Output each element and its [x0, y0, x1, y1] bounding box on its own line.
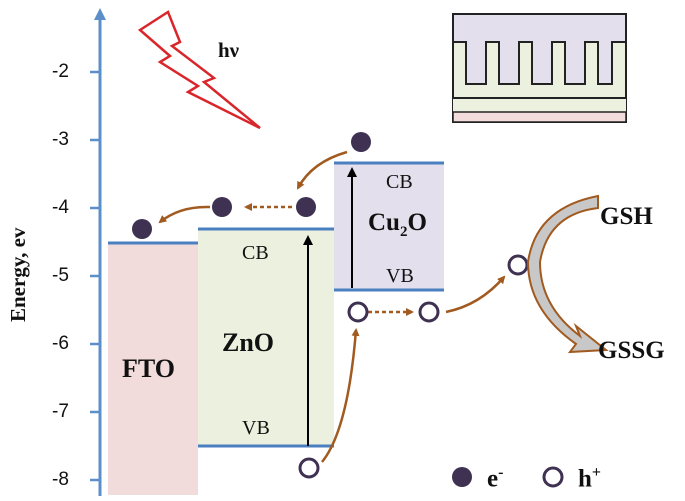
cu2o-label: Cu2O — [368, 210, 427, 240]
electron-dot — [212, 197, 232, 217]
holes — [298, 254, 564, 488]
axis-title: Energy, ev — [6, 227, 30, 323]
fto-region — [108, 243, 198, 495]
legend-hole-label: h+ — [578, 464, 602, 493]
tick-label: -3 — [52, 129, 69, 150]
tick-label: -8 — [52, 469, 69, 490]
electron-dot — [296, 197, 316, 217]
axis-ticks — [90, 70, 100, 482]
zno-vb-label: VB — [242, 417, 270, 439]
hole-dot — [347, 301, 369, 323]
zno-cb-label: CB — [242, 242, 269, 264]
electron-dot — [351, 132, 371, 152]
legend-electron-symbol: e — [487, 465, 499, 493]
nanorod-inset — [452, 13, 627, 123]
hole-dot — [507, 254, 529, 276]
cu2o-name-tail: O — [407, 209, 427, 236]
cu2o-cb-label: CB — [386, 171, 413, 193]
hole-to-solution-arrow — [445, 275, 506, 314]
hole-dot — [418, 301, 440, 323]
hole-dot — [298, 457, 320, 479]
hole-transfer-arrow — [321, 328, 360, 463]
gsh-to-gssg-arrow — [526, 194, 609, 354]
light-label: hν — [218, 38, 240, 62]
legend-electron-dot — [452, 467, 472, 487]
legend-electron-label: e- — [487, 464, 504, 493]
electrons — [132, 132, 472, 487]
legend-electron-sup: - — [498, 464, 504, 481]
zno-label: ZnO — [222, 328, 275, 357]
gsh-label: GSH — [600, 203, 653, 230]
electron-to-fto-arrow — [158, 205, 211, 224]
tick-label: -5 — [52, 265, 69, 286]
cu2o-subscript: 2 — [399, 224, 408, 240]
tick-label: -6 — [52, 333, 69, 354]
legend-hole-dot — [542, 466, 564, 488]
legend-hole-sup: + — [591, 464, 602, 481]
fto-label: FTO — [122, 354, 175, 383]
legend-hole-symbol: h — [578, 465, 592, 493]
light-bolt-icon — [137, 10, 261, 130]
zno-region — [198, 229, 334, 446]
gssg-label: GSSG — [598, 337, 665, 364]
cu2o-name: Cu — [368, 209, 400, 236]
electron-dot — [132, 219, 152, 239]
electron-transfer-arrow — [296, 150, 348, 190]
tick-label: -7 — [52, 401, 69, 422]
cu2o-vb-label: VB — [386, 265, 414, 287]
tick-label: -2 — [52, 61, 69, 82]
tick-label: -4 — [52, 197, 69, 218]
